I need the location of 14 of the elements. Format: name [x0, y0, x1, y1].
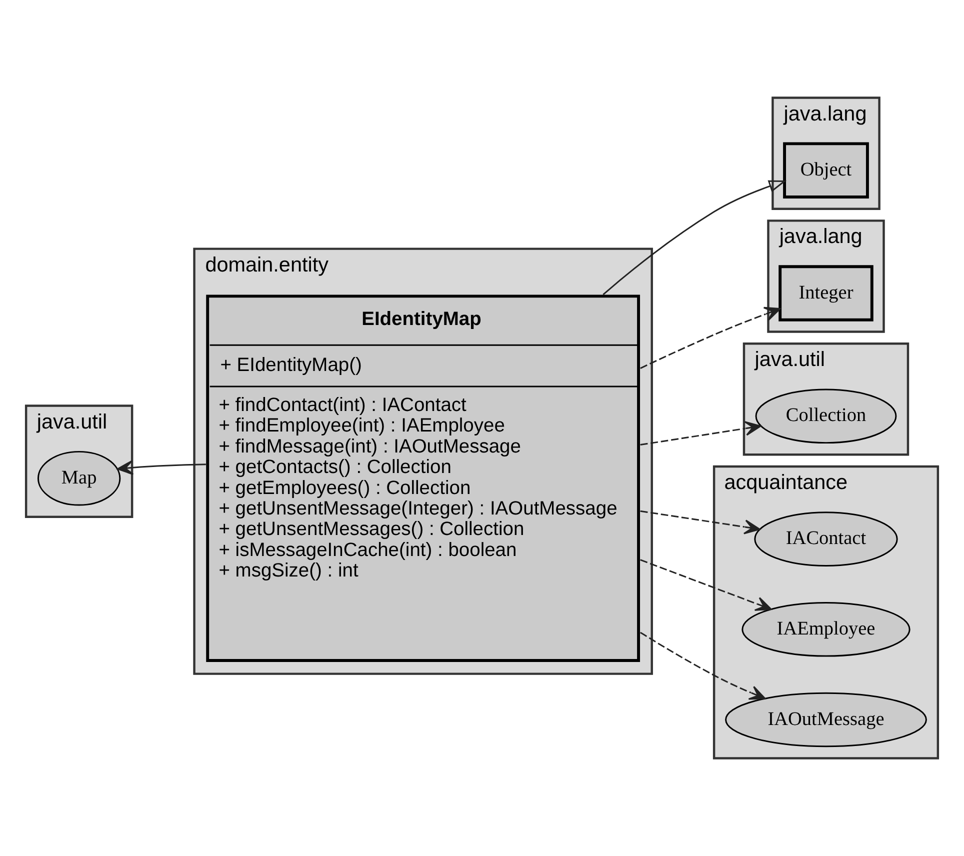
arrow	[602, 180, 787, 296]
arrow	[640, 306, 781, 369]
arrow	[640, 510, 760, 534]
node-box: Integer	[778, 265, 874, 322]
arrow	[640, 632, 766, 700]
arrow	[116, 460, 206, 475]
node-ellipse: Collection	[755, 388, 897, 444]
node-ellipse: IAEmployee	[742, 602, 910, 657]
node-box: Object	[783, 142, 869, 198]
arrow	[640, 421, 762, 446]
node-ellipse: Map	[37, 450, 121, 506]
arrow	[640, 559, 772, 611]
node-ellipse: IAOutMessage	[725, 692, 927, 748]
node-ellipse: IAContact	[754, 512, 898, 566]
